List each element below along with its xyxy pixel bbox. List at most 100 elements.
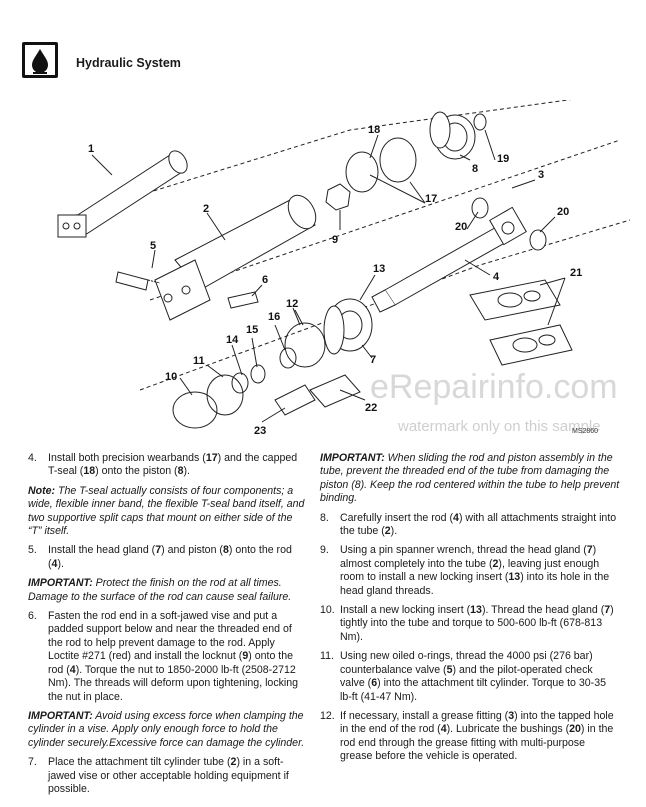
step-text: Using new oiled o-rings, thread the 4000… xyxy=(340,650,593,676)
instruction-step: 9.Using a pin spanner wrench, thread the… xyxy=(320,544,620,598)
step-number: 7. xyxy=(28,756,37,769)
t-seal-18 xyxy=(379,137,417,183)
callout-3: 3 xyxy=(538,169,544,181)
step-text: Fasten the rod end in a soft-jawed vise … xyxy=(48,610,292,663)
bushing-20-right xyxy=(529,229,547,251)
locknut-9 xyxy=(325,183,351,211)
step-text: Place the attachment tilt cylinder tube … xyxy=(48,756,231,769)
step-number: 12. xyxy=(320,709,335,722)
callout-18: 18 xyxy=(368,124,380,136)
callout-21: 21 xyxy=(570,267,582,279)
part-reference: 2 xyxy=(230,756,237,769)
callout-1: 1 xyxy=(88,143,94,155)
callout-19: 19 xyxy=(497,153,509,165)
rod-4 xyxy=(371,206,527,313)
step-text: ) with all attachments straight into the… xyxy=(340,511,617,538)
note-paragraph: IMPORTANT: Protect the finish on the rod… xyxy=(28,577,308,604)
note-label: IMPORTANT: xyxy=(28,577,93,590)
oring-16 xyxy=(279,347,297,369)
note-label: IMPORTANT: xyxy=(320,452,385,464)
step-text: Carefully insert the rod ( xyxy=(340,511,454,524)
part-reference: 2 xyxy=(492,557,499,570)
instruction-step: 6. Fasten the rod end in a soft-jawed vis… xyxy=(28,610,308,704)
instruction-step: 8.Carefully insert the rod (4) with all … xyxy=(320,512,620,539)
step-text: Install the head gland ( xyxy=(48,544,156,557)
hydraulic-oil-icon xyxy=(22,42,58,78)
cylinder-tube-2 xyxy=(154,194,317,321)
step-text: ). Lubricate the bushings ( xyxy=(446,723,570,736)
part-reference: 20 xyxy=(569,723,581,736)
callout-17: 17 xyxy=(425,193,437,205)
callout-6: 6 xyxy=(262,274,268,286)
seal-kit-22 xyxy=(309,374,361,408)
part-reference: 5 xyxy=(446,663,453,676)
part-reference: 3 xyxy=(508,709,515,722)
step-text: ). Thread the head gland ( xyxy=(481,604,605,617)
step-text: ) into its hole in the head gland thread… xyxy=(340,571,610,597)
instruction-step: 7. Place the attachment tilt cylinder tub… xyxy=(28,756,308,796)
instruction-step: 4.Install both precision wearbands (17) … xyxy=(28,452,308,479)
part-reference: 4 xyxy=(51,557,58,570)
step-text: ) in the rod end through the grease fitt… xyxy=(340,723,614,763)
counterbalance-valve xyxy=(115,271,161,291)
page-header: Hydraulic System xyxy=(22,38,622,82)
piston-8 xyxy=(429,111,476,160)
step-text: ) into the attachment tilt cylinder. Tor… xyxy=(340,677,606,703)
note-label: Note: xyxy=(28,484,56,497)
part-reference: 13 xyxy=(470,604,482,617)
watermark-subtitle: watermark only on this sample xyxy=(398,418,601,435)
exploded-parts-diagram: 1 2 3 4 5 6 7 8 9 10 11 12 13 14 15 16 1… xyxy=(57,100,631,437)
callout-14: 14 xyxy=(226,334,239,346)
note-label: IMPORTANT: xyxy=(28,709,93,722)
callout-5: 5 xyxy=(150,240,156,252)
note-text: Avoid using excess force when clamping t… xyxy=(28,709,305,749)
part-reference: 4 xyxy=(440,723,447,736)
callout-20-left: 20 xyxy=(455,221,467,233)
note-paragraph: IMPORTANT: When sliding the rod and pist… xyxy=(320,452,620,506)
step-text: ) in a soft-jawed vise or other acceptab… xyxy=(48,756,289,795)
callout-4: 4 xyxy=(493,271,500,283)
step-text: ) almost completely into the tube ( xyxy=(340,544,597,570)
callout-10: 10 xyxy=(165,371,177,383)
oring-14 xyxy=(231,372,249,394)
page-title: Hydraulic System xyxy=(76,56,181,70)
step-text: Using a pin spanner wrench, thread the h… xyxy=(340,544,587,557)
note-paragraph: Note: The T-seal actually consists of fo… xyxy=(28,485,308,539)
cylinder-body-1 xyxy=(57,150,188,238)
part-reference: 9 xyxy=(242,650,249,663)
watermark-title: eRepairinfo.com xyxy=(370,368,618,406)
seal-kit-21 xyxy=(469,279,573,366)
part-reference: 7 xyxy=(604,604,611,617)
step-number: 5. xyxy=(28,544,37,557)
step-text: ) onto the rod ( xyxy=(48,544,292,570)
step-text: If necessary, install a grease fitting ( xyxy=(340,709,509,722)
part-reference: 4 xyxy=(453,511,459,524)
head-gland-7 xyxy=(323,298,373,355)
step-text: ). xyxy=(57,557,64,570)
oring-11 xyxy=(206,374,244,416)
callout-2: 2 xyxy=(203,203,209,215)
step-text: ) onto the rod ( xyxy=(48,650,294,676)
part-reference: 13 xyxy=(508,571,521,584)
step-text: ). xyxy=(390,525,398,538)
step-text: ) and piston ( xyxy=(161,544,223,557)
part-reference: 7 xyxy=(586,544,593,557)
part-reference: 17 xyxy=(205,452,218,464)
note-text: Protect the finish on the rod at all tim… xyxy=(28,577,292,603)
step-text: ) tightly into the tube and torque to 50… xyxy=(340,604,614,643)
callout-22: 22 xyxy=(365,402,377,414)
callout-23: 23 xyxy=(254,425,266,437)
step-text: ) into the tapped hole in the end of the… xyxy=(340,709,614,736)
step-text: ) and the capped T-seal ( xyxy=(48,452,298,478)
step-number: 10. xyxy=(320,604,335,617)
callout-16: 16 xyxy=(268,311,280,323)
instructions-left-column: 4.Install both precision wearbands (17) … xyxy=(28,452,308,802)
instruction-step: 12. If necessary, install a grease fittin… xyxy=(320,710,620,764)
instructions-right-column: IMPORTANT: When sliding the rod and pist… xyxy=(320,452,620,770)
step-number: 6. xyxy=(28,610,37,623)
step-text: Install a new locking insert ( xyxy=(340,604,471,617)
callout-9: 9 xyxy=(332,234,338,246)
part-reference: 18 xyxy=(83,465,96,478)
callout-12: 12 xyxy=(286,298,298,310)
figure-callouts: 1 2 3 4 5 6 7 8 9 10 11 12 13 14 15 16 1… xyxy=(88,124,582,437)
